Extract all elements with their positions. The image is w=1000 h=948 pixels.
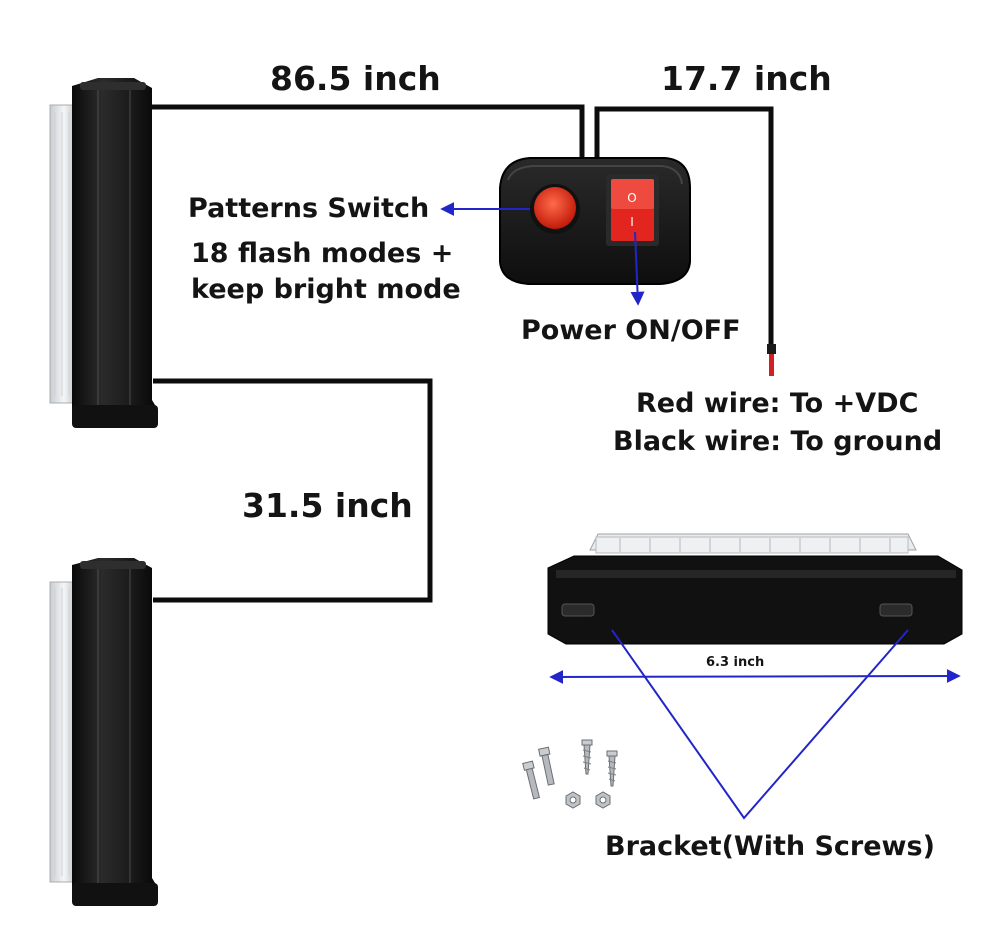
link-cable-length-label: 31.5 inch [242,486,413,525]
patterns-switch-label: Patterns Switch [188,193,430,224]
left-cable-length-label: 86.5 inch [270,59,441,98]
light-head-top [49,78,158,428]
width-label: 6.3 inch [706,655,765,670]
right-cable [594,106,774,352]
red-wire-label: Red wire: To +VDC [636,388,919,419]
screws-icon [522,739,618,809]
power-switch-arrow [630,231,645,306]
power-label: Power ON/OFF [521,315,741,346]
light-head-bottom [49,558,158,906]
bracket [547,533,963,645]
width-dimension-line [549,669,961,684]
bracket-callout-lines [611,629,909,820]
flash-modes-line1: 18 flash modes + [191,238,454,269]
power-rocker-switch[interactable] [606,174,659,246]
rocker-off-mark: I [630,215,634,229]
link-cable [153,378,433,603]
rocker-on-mark: O [627,191,636,205]
left-cable [150,104,585,158]
patterns-switch-button[interactable] [530,184,580,234]
right-cable-length-label: 17.7 inch [661,59,832,98]
switch-box [499,157,691,285]
wire-sleeve [767,344,776,354]
red-wire-tip [769,352,774,376]
black-wire-label: Black wire: To ground [613,426,943,457]
bracket-label: Bracket(With Screws) [605,831,935,862]
flash-modes-line2: keep bright mode [191,274,461,305]
wires [150,104,774,603]
